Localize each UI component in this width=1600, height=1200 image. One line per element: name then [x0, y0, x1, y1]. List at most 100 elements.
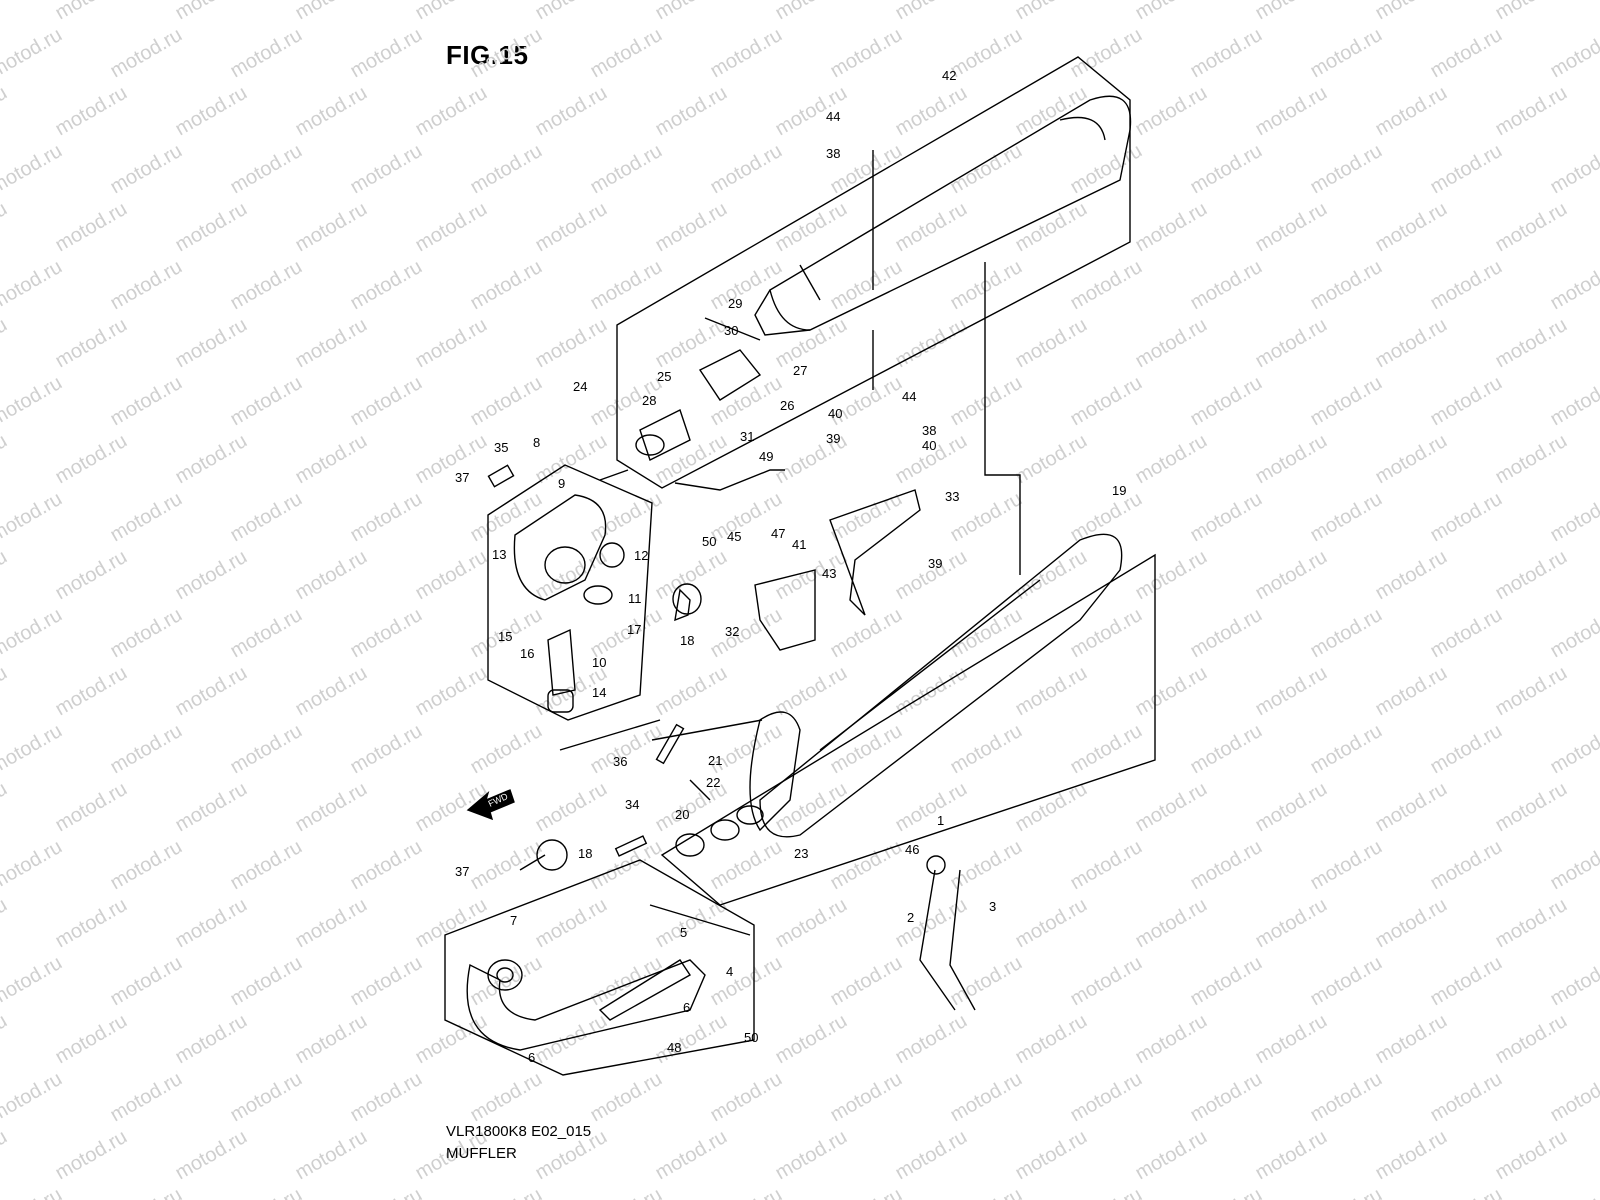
gasket-34	[614, 835, 648, 857]
watermark-text: motod.ru	[0, 662, 11, 721]
watermark-text: motod.ru	[1252, 82, 1331, 141]
callout-45: 45	[727, 529, 741, 544]
watermark-text: motod.ru	[772, 0, 851, 24]
watermark-text: motod.ru	[1372, 662, 1451, 721]
watermark-text: motod.ru	[292, 1126, 371, 1185]
watermark-text: motod.ru	[772, 546, 851, 605]
watermark-text: motod.ru	[1372, 1126, 1451, 1185]
watermark-text: motod.ru	[1012, 546, 1091, 605]
watermark-text: motod.ru	[652, 430, 731, 489]
watermark-text: motod.ru	[827, 24, 906, 83]
callout-4: 4	[726, 964, 733, 979]
watermark-text: motod.ru	[892, 1010, 971, 1069]
watermark-text: motod.ru	[587, 720, 666, 779]
watermark-text: motod.ru	[1307, 372, 1386, 431]
watermark-text: motod.ru	[947, 720, 1026, 779]
watermark-text: motod.ru	[1427, 256, 1506, 315]
watermark-text: motod.ru	[412, 430, 491, 489]
callout-6: 6	[683, 1000, 690, 1015]
callout-41: 41	[792, 537, 806, 552]
watermark-text: motod.ru	[107, 488, 186, 547]
watermark-text: motod.ru	[892, 894, 971, 953]
watermark-text: motod.ru	[827, 952, 906, 1011]
watermark-text: motod.ru	[1427, 720, 1506, 779]
watermark-text: motod.ru	[1307, 604, 1386, 663]
watermark-text: motod.ru	[292, 82, 371, 141]
watermark-text: motod.ru	[772, 1126, 851, 1185]
watermark-text: motod.ru	[107, 372, 186, 431]
watermark-text: motod.ru	[1012, 1126, 1091, 1185]
watermark-text: motod.ru	[347, 140, 426, 199]
watermark-text: motod.ru	[0, 604, 66, 663]
watermark-text: motod.ru	[1187, 256, 1266, 315]
watermark-text: motod.ru	[52, 314, 131, 373]
watermark-text: motod.ru	[1067, 604, 1146, 663]
watermark-text: motod.ru	[707, 24, 786, 83]
watermark-text: motod.ru	[172, 430, 251, 489]
watermark-text: motod.ru	[0, 82, 11, 141]
watermark-text: motod.ru	[1132, 82, 1211, 141]
callout-35: 35	[494, 440, 508, 455]
watermark-text: motod.ru	[947, 604, 1026, 663]
watermark-text: motod.ru	[892, 0, 971, 24]
watermark-text: motod.ru	[707, 372, 786, 431]
watermark-text: motod.ru	[0, 778, 11, 837]
watermark-text: motod.ru	[1427, 140, 1506, 199]
watermark-text: motod.ru	[347, 720, 426, 779]
callout-50: 50	[702, 534, 716, 549]
watermark-text: motod.ru	[1427, 952, 1506, 1011]
watermark-text: motod.ru	[0, 1184, 66, 1200]
watermark-text: motod.ru	[1492, 314, 1571, 373]
watermark-text: motod.ru	[1547, 256, 1600, 315]
callout-37: 37	[455, 864, 469, 879]
watermark-text: motod.ru	[292, 778, 371, 837]
watermark-text: motod.ru	[107, 24, 186, 83]
watermark-text: motod.ru	[652, 546, 731, 605]
watermark-text: motod.ru	[0, 256, 66, 315]
sensor-lead-49	[674, 469, 785, 491]
watermark-text: motod.ru	[827, 1184, 906, 1200]
callout-1: 1	[937, 813, 944, 828]
watermark-text: motod.ru	[0, 720, 66, 779]
watermark-text: motod.ru	[1067, 256, 1146, 315]
watermark-text: motod.ru	[1252, 662, 1331, 721]
watermark-text: motod.ru	[1492, 198, 1571, 257]
callout-33: 33	[945, 489, 959, 504]
watermark-text: motod.ru	[1132, 314, 1211, 373]
fwd-arrow	[466, 789, 515, 821]
watermark-text: motod.ru	[1252, 1010, 1331, 1069]
watermark-text: motod.ru	[1372, 82, 1451, 141]
watermark-text: motod.ru	[52, 662, 131, 721]
watermark-text: motod.ru	[52, 1010, 131, 1069]
watermark-text: motod.ru	[1372, 894, 1451, 953]
watermark-text: motod.ru	[587, 140, 666, 199]
watermark-text: motod.ru	[1372, 314, 1451, 373]
watermark-text: motod.ru	[1252, 894, 1331, 953]
watermark-text: motod.ru	[532, 778, 611, 837]
callout-47: 47	[771, 526, 785, 541]
front-muffler-body	[759, 533, 1123, 838]
callout-44: 44	[902, 389, 916, 404]
callout-10: 10	[592, 655, 606, 670]
watermark-text: motod.ru	[467, 720, 546, 779]
watermark-text: motod.ru	[292, 662, 371, 721]
callout-25: 25	[657, 369, 671, 384]
watermark-text: motod.ru	[347, 372, 426, 431]
watermark-text: motod.ru	[412, 314, 491, 373]
watermark-text: motod.ru	[467, 24, 546, 83]
watermark-text: motod.ru	[1307, 140, 1386, 199]
watermark-text: motod.ru	[1492, 430, 1571, 489]
watermark-text: motod.ru	[1132, 198, 1211, 257]
watermark-text: motod.ru	[1252, 1126, 1331, 1185]
callout-12: 12	[634, 548, 648, 563]
watermark-text: motod.ru	[227, 140, 306, 199]
watermark-text: motod.ru	[347, 488, 426, 547]
watermark-text: motod.ru	[1132, 662, 1211, 721]
watermark-text: motod.ru	[52, 198, 131, 257]
watermark-text: motod.ru	[1012, 314, 1091, 373]
callout-34: 34	[625, 797, 639, 812]
watermark-text: motod.ru	[1187, 372, 1266, 431]
watermark-text: motod.ru	[772, 894, 851, 953]
watermark-text: motod.ru	[587, 952, 666, 1011]
watermark-text: motod.ru	[827, 720, 906, 779]
